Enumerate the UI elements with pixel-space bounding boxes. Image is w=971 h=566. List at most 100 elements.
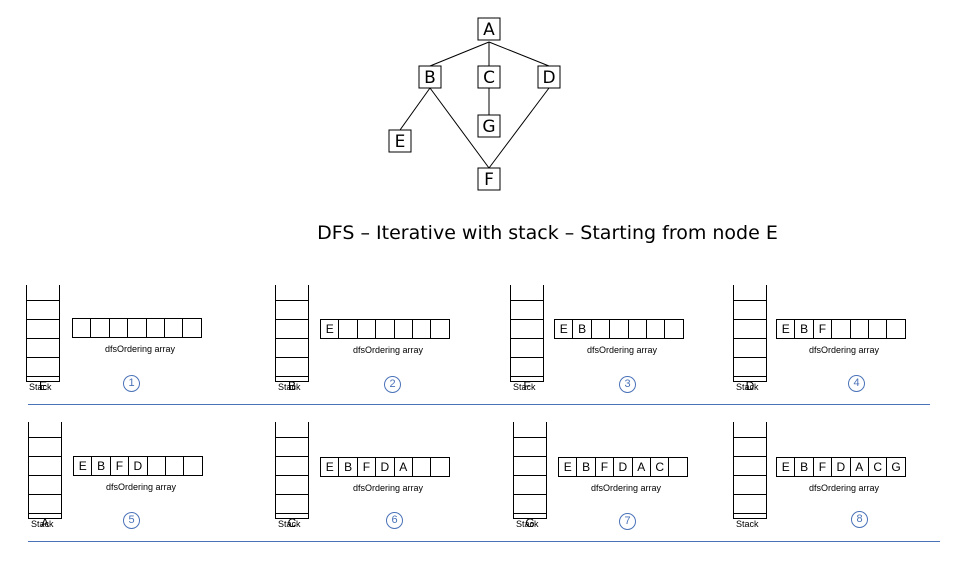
step-number: 1 [123, 375, 140, 392]
graph-edge [399, 87, 431, 131]
array-cell: B [794, 319, 814, 339]
step-number: 4 [848, 375, 865, 392]
graph-node-label: E [395, 132, 406, 152]
array-label: dfsOrdering array [587, 345, 658, 355]
array-label: dfsOrdering array [353, 483, 424, 493]
stack-top-cell: A [29, 513, 61, 532]
graph-node-d: D [537, 65, 561, 89]
step-number: 3 [619, 376, 636, 393]
array-label: dfsOrdering array [353, 345, 424, 355]
array-cell [145, 318, 165, 338]
array-cell [127, 318, 147, 338]
stack-cell [27, 300, 59, 319]
array-cell: A [849, 457, 869, 477]
stack-cell [276, 338, 308, 357]
stack-cell [514, 475, 546, 494]
array-cell: A [393, 457, 413, 477]
array-cell: G [886, 457, 906, 477]
stack-cell [734, 300, 766, 319]
diagram-title: DFS – Iterative with stack – Starting fr… [317, 222, 778, 244]
graph-node-label: F [484, 170, 494, 190]
stack-cell [276, 357, 308, 376]
stack-cell [27, 319, 59, 338]
array-cell [627, 319, 647, 339]
graph-node-g: G [477, 114, 501, 138]
stack-top-cell: D [734, 376, 766, 395]
stack-label: Stack [513, 382, 536, 392]
array-cell [867, 319, 888, 339]
array-cell [411, 457, 432, 477]
stack-cell [276, 437, 308, 456]
stack-cell [276, 319, 308, 338]
array-cell [664, 319, 684, 339]
stack-cell [514, 494, 546, 513]
graph-node-label: D [542, 68, 555, 88]
array-cell: B [338, 457, 358, 477]
stack-cell [734, 494, 766, 513]
stack-cell [29, 475, 61, 494]
stack-cell [511, 338, 543, 357]
stack-cell [511, 357, 543, 376]
step-number: 7 [619, 513, 636, 530]
array-cell [886, 319, 906, 339]
array-label: dfsOrdering array [106, 482, 177, 492]
graph-node-c: C [477, 65, 501, 89]
array-cell [375, 319, 395, 339]
array-label: dfsOrdering array [809, 483, 880, 493]
stack-cell [276, 456, 308, 475]
array-cell [338, 319, 358, 339]
stack-cell [734, 437, 766, 456]
array-cell: F [812, 319, 833, 339]
stack-label: Stack [736, 519, 759, 529]
array-cell: F [594, 457, 615, 477]
stack-cell [734, 475, 766, 494]
stack-cell [514, 456, 546, 475]
array-cell [645, 319, 666, 339]
array-cell [146, 456, 166, 476]
array-cell [430, 457, 450, 477]
stack: C [275, 422, 309, 530]
stack-top-cell: E [27, 376, 59, 395]
array-cell: D [831, 457, 851, 477]
stack-top-cell: C [276, 513, 308, 532]
array-cell [609, 319, 629, 339]
stack: F [510, 285, 544, 393]
stack-label: Stack [516, 519, 539, 529]
stack-top-cell: G [514, 513, 546, 532]
graph-node-e: E [388, 129, 412, 153]
graph-node-label: C [483, 68, 495, 88]
graph-node-f: F [477, 167, 501, 191]
stack-label: Stack [736, 382, 759, 392]
array-cell: F [356, 457, 377, 477]
array-label: dfsOrdering array [105, 344, 176, 354]
stack-cell [276, 475, 308, 494]
array-cell: B [794, 457, 814, 477]
array-cell: B [576, 457, 596, 477]
step-number: 8 [851, 511, 868, 528]
graph-edge [429, 41, 490, 67]
stack-cell [27, 357, 59, 376]
array-cell: E [776, 457, 796, 477]
stack-cell [511, 319, 543, 338]
stack-cell [276, 494, 308, 513]
array-cell [108, 318, 129, 338]
graph-node-b: B [418, 65, 442, 89]
array-cell: E [776, 319, 796, 339]
array-cell [163, 318, 184, 338]
array-cell [430, 319, 450, 339]
array-cell [356, 319, 377, 339]
array-label: dfsOrdering array [809, 345, 880, 355]
stack-cell [734, 338, 766, 357]
array-cell: A [631, 457, 651, 477]
array-cell [72, 318, 92, 338]
step-number: 2 [384, 376, 401, 393]
array-cell [849, 319, 869, 339]
array-cell [164, 456, 185, 476]
stack-top-cell [734, 513, 766, 532]
stack-cell [29, 494, 61, 513]
array-cell: E [320, 319, 340, 339]
stack-label: Stack [278, 382, 301, 392]
